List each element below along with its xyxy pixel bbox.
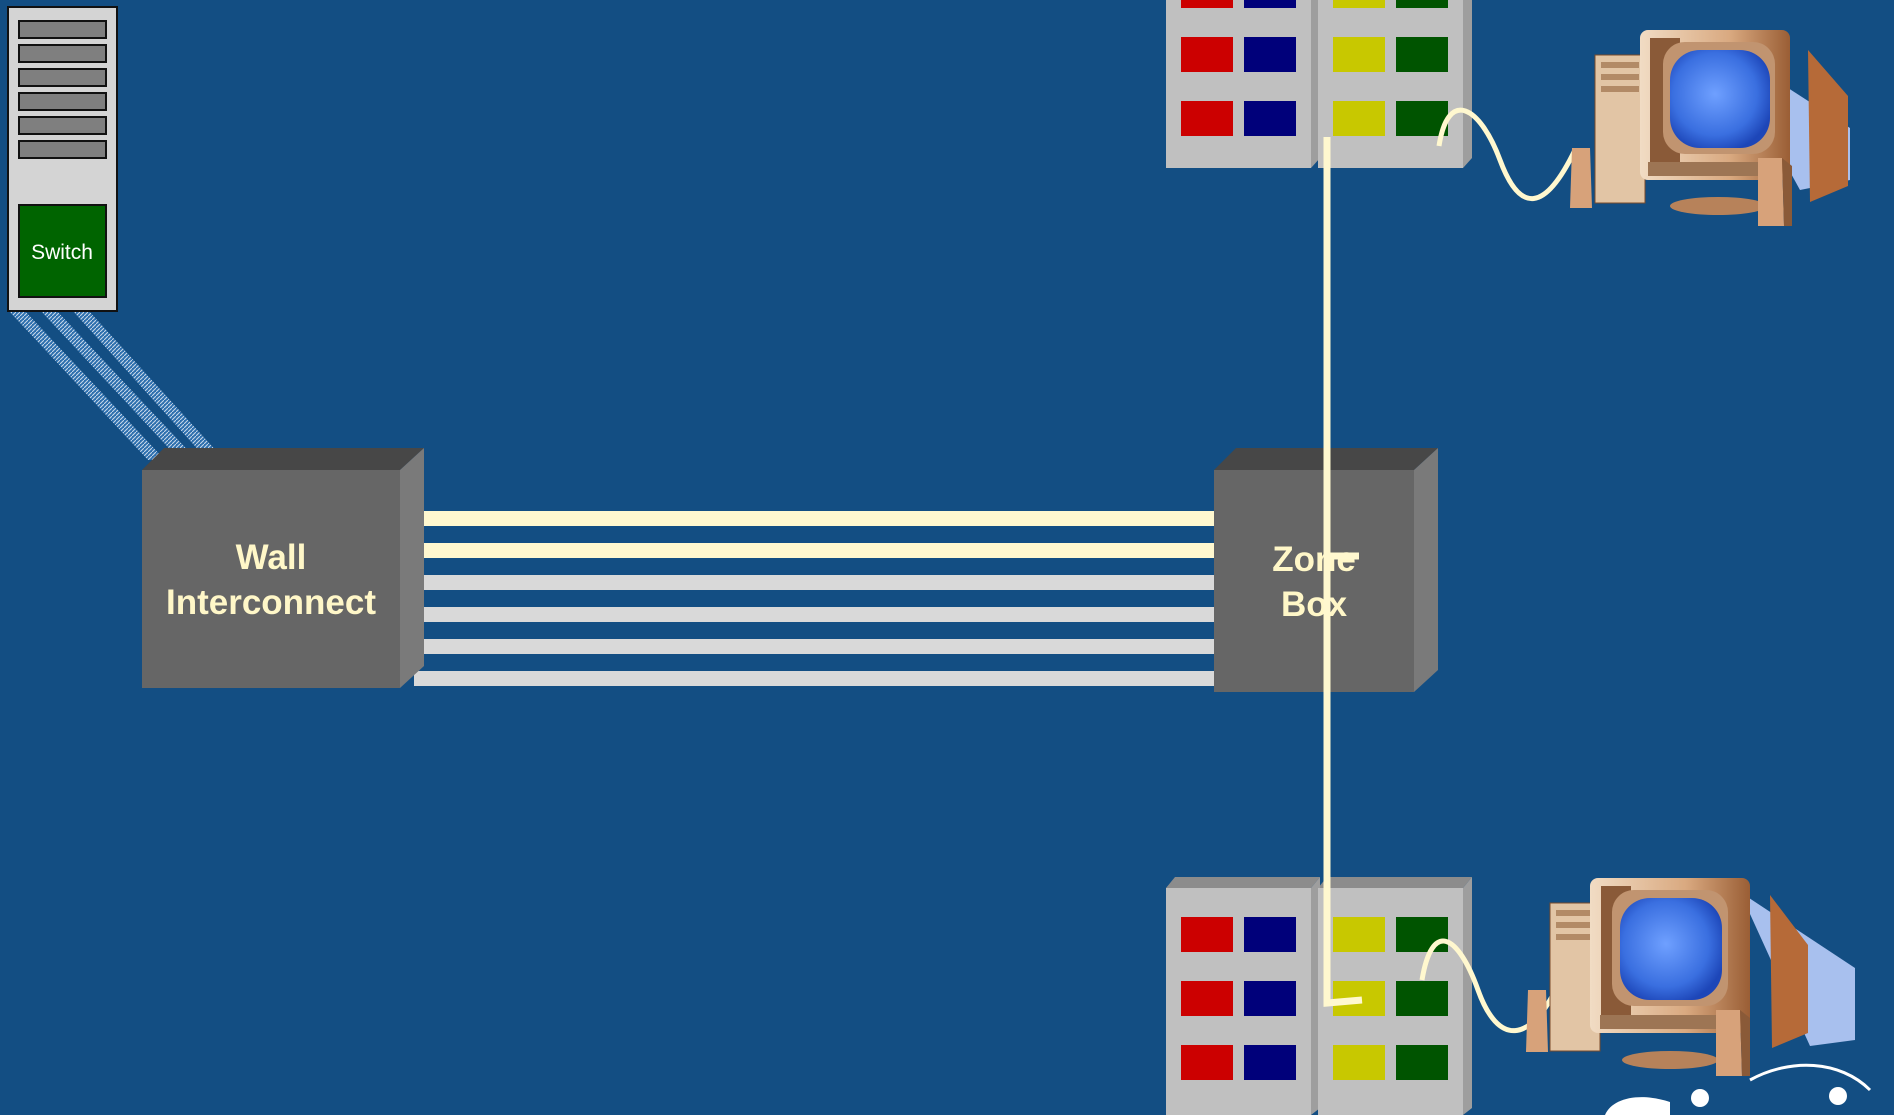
zone-box-label-line2: Box xyxy=(1281,585,1348,624)
cable-gray xyxy=(414,575,1214,590)
switch-label: Switch xyxy=(31,241,93,264)
wall-interconnect-label-line1: Wall xyxy=(236,538,307,577)
cable-cream xyxy=(414,543,1222,558)
cable-gray xyxy=(414,671,1214,686)
cable-cream xyxy=(414,511,1214,526)
wall-interconnect-box: Wall Interconnect xyxy=(142,448,424,688)
switch: Switch xyxy=(19,205,106,297)
cable-gray xyxy=(414,639,1214,654)
cable-gray xyxy=(414,607,1222,622)
wall-outlet-icon xyxy=(1166,0,1472,168)
wall-outlet-icon xyxy=(1166,877,1472,1115)
wall-interconnect-label-line2: Interconnect xyxy=(166,583,376,622)
